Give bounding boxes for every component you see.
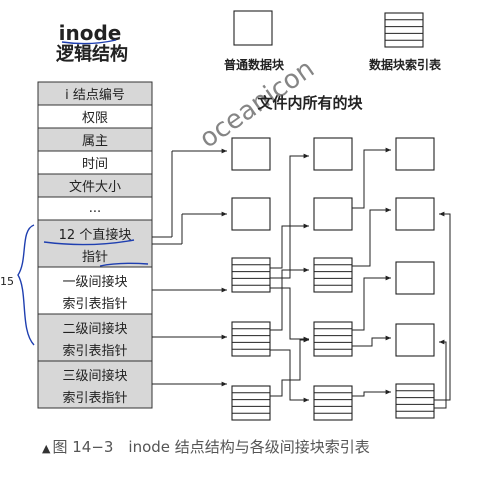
figure-caption: ▲图 14−3 inode 结点结构与各级间接块索引表 [42, 436, 370, 457]
index-table [395, 383, 435, 419]
legend-plain-block-icon [233, 10, 273, 46]
inode-row-ellipsis-label: ... [89, 201, 101, 216]
data-block [395, 197, 435, 231]
index-table [313, 385, 353, 421]
data-block [313, 197, 353, 231]
legend-plain-label: 普通数据块 [224, 57, 285, 72]
inode-row-direct-line2: 指针 [82, 250, 108, 265]
index-table [231, 257, 271, 293]
inode-row-single-line2: 索引表指针 [62, 297, 127, 312]
block-link-arrows [270, 147, 451, 409]
inode-diagram: oceanicon inode 逻辑结构 普通数据块 数据块索引表 文件内所有的… [0, 10, 451, 421]
block-column-1 [231, 137, 271, 421]
data-block [395, 323, 435, 357]
inode-table: i 结点编号 权限 属主 时间 文件大小 ... 12 个直接块 指针 一级间接… [37, 81, 153, 409]
all-blocks-title: 文件内所有的块 [257, 94, 363, 112]
inode-row-double-indirect [37, 313, 153, 362]
index-table [313, 257, 353, 293]
pointer-arrows [152, 148, 227, 387]
block-column-2 [313, 137, 353, 421]
data-block [313, 137, 353, 171]
block-column-3 [395, 137, 435, 419]
inode-subtitle: 逻辑结构 [56, 43, 128, 65]
inode-row-double-line2: 索引表指针 [62, 344, 127, 359]
inode-row-direct-line1: 12 个直接块 [59, 227, 132, 243]
inode-row-double-line1: 二级间接块 [62, 321, 127, 337]
data-block [395, 137, 435, 171]
inode-row-time-label: 时间 [82, 157, 108, 172]
inode-underline [61, 39, 117, 45]
annotation-number: 15 [0, 275, 14, 288]
inode-row-size-label: 文件大小 [69, 180, 121, 195]
inode-row-single-line1: 一级间接块 [62, 274, 127, 290]
inode-row-triple-line1: 三级间接块 [62, 368, 127, 384]
inode-row-triple-line2: 索引表指针 [62, 391, 127, 406]
caption-marker: ▲ [42, 442, 51, 455]
index-table [231, 321, 271, 357]
handwritten-annotations: 15 [0, 224, 149, 346]
data-block [231, 197, 271, 231]
inode-row-single-indirect [37, 266, 153, 315]
inode-row-number-label: i 结点编号 [65, 88, 125, 103]
inode-row-owner-label: 属主 [82, 134, 108, 149]
legend-index-table-icon [384, 12, 424, 48]
index-table [313, 321, 353, 357]
inode-row-triple-indirect [37, 360, 153, 409]
data-block [395, 261, 435, 295]
index-table [231, 385, 271, 421]
data-block [231, 137, 271, 171]
inode-row-permissions-label: 权限 [82, 110, 108, 126]
legend-index-label: 数据块索引表 [369, 57, 442, 72]
caption-text: 图 14−3 inode 结点结构与各级间接块索引表 [52, 438, 370, 456]
